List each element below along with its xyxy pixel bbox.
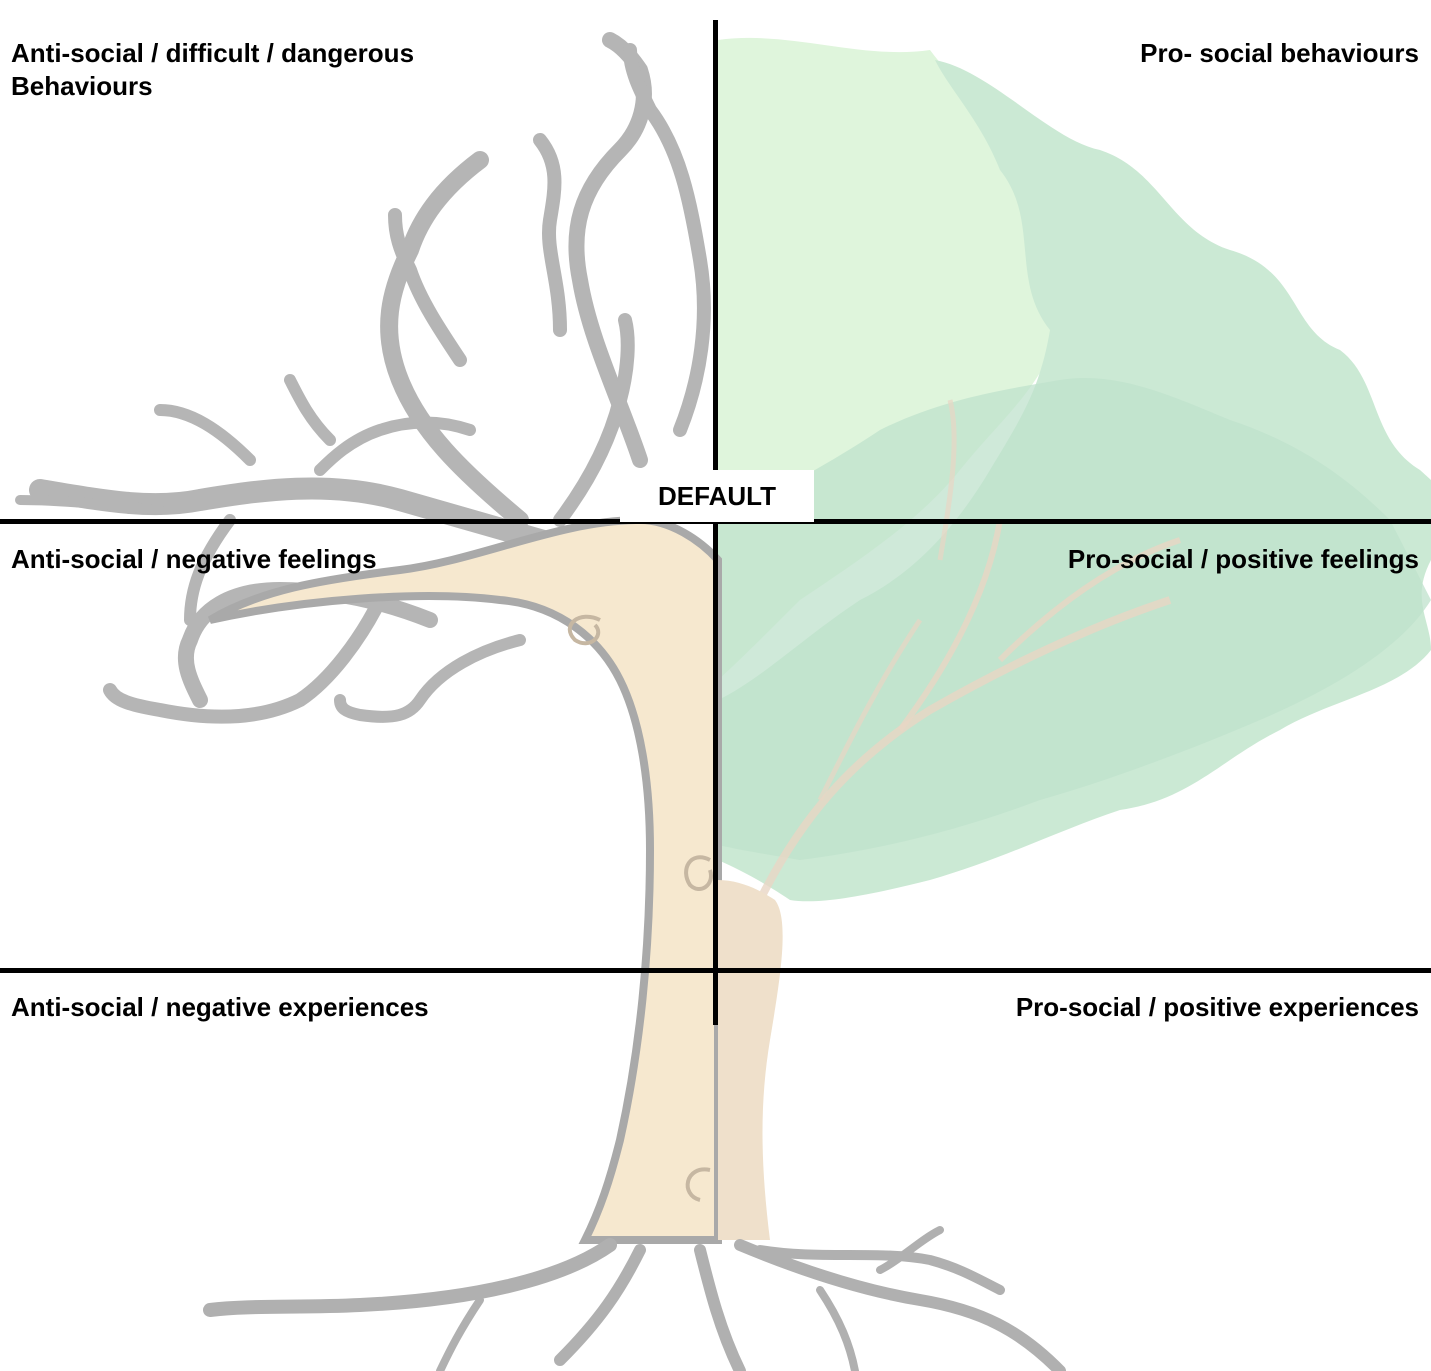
label-prosocial-experiences: Pro-social / positive experiences: [1015, 992, 1419, 1022]
label-prosocial-behaviours: Pro- social behaviours: [1140, 38, 1419, 68]
tree-roots: [203, 1226, 1066, 1371]
horizontal-divider-lower: [0, 968, 1431, 973]
canopy-branch: [897, 519, 1181, 732]
bare-branches: [15, 32, 711, 724]
trunk-swirl: [684, 855, 713, 891]
label-antisocial-behaviours: Anti-social / difficult / dangerous Beha…: [11, 38, 415, 101]
trunk-body: [207, 515, 722, 1244]
trunk-swirl: [567, 614, 601, 646]
label-antisocial-feelings: Anti-social / negative feelings: [11, 544, 377, 574]
canopy-branch: [817, 399, 957, 802]
default-label: DEFAULT: [620, 470, 814, 522]
canopy-branch: [756, 596, 1172, 902]
tree-trunk: [207, 515, 783, 1244]
trunk-swirl: [685, 1167, 711, 1202]
canopy-dark: [718, 378, 1431, 860]
green-canopy: [718, 37, 1431, 902]
label-antisocial-experiences: Anti-social / negative experiences: [11, 992, 429, 1022]
trunk-body-right: [718, 880, 783, 1240]
label-prosocial-feelings: Pro-social / positive feelings: [1067, 544, 1419, 574]
